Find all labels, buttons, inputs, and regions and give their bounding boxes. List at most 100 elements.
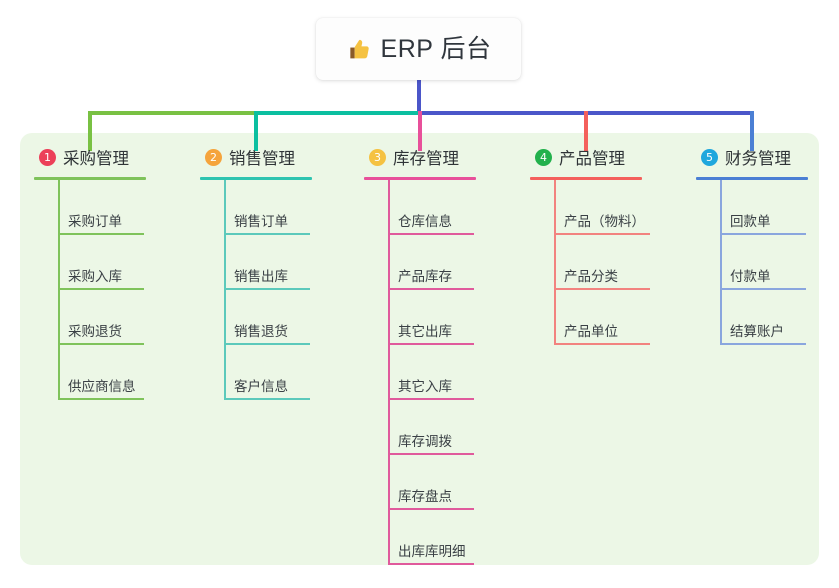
tree-item[interactable]: 产品库存 — [364, 235, 476, 290]
column-header-rule — [696, 177, 808, 180]
tree-item-label: 结算账户 — [730, 324, 784, 339]
tree-item-rule — [58, 233, 144, 235]
column-header-rule — [530, 177, 642, 180]
connector-drop-column-4 — [584, 111, 588, 151]
column-title: 销售管理 — [229, 150, 295, 168]
column-index-badge: 4 — [535, 148, 552, 166]
column-items: 仓库信息产品库存其它出库其它入库库存调拨库存盘点出库库明细 — [364, 180, 476, 565]
connector-root-stem — [417, 80, 421, 114]
column-header-3[interactable]: 3 库存管理 — [364, 143, 476, 171]
tree-item-rule — [388, 508, 474, 510]
column-header-4[interactable]: 4 产品管理 — [530, 143, 645, 171]
tree-item-label: 客户信息 — [234, 379, 288, 394]
tree-item-label: 其它入库 — [398, 379, 452, 394]
column-4: 4 产品管理产品（物料） 产品分类产品单位 — [530, 143, 650, 345]
tree-item-rule — [720, 288, 806, 290]
tree-item[interactable]: 库存调拨 — [364, 400, 476, 455]
column-spine — [554, 180, 556, 345]
tree-item[interactable]: 采购订单 — [34, 180, 146, 235]
tree-item-label: 产品单位 — [564, 324, 618, 339]
tree-item[interactable]: 产品单位 — [530, 290, 650, 345]
tree-item-rule — [388, 563, 474, 565]
column-header-rule — [364, 177, 476, 180]
column-title: 产品管理 — [559, 150, 625, 168]
tree-item-label: 采购退货 — [68, 324, 122, 339]
tree-item-rule — [224, 288, 310, 290]
tree-item-rule — [720, 233, 806, 235]
tree-item-label: 销售出库 — [234, 269, 288, 284]
column-header-2[interactable]: 2 销售管理 — [200, 143, 312, 171]
column-spine — [224, 180, 226, 400]
tree-item-rule — [224, 343, 310, 345]
tree-item[interactable]: 客户信息 — [200, 345, 312, 400]
tree-item[interactable]: 出库库明细 — [364, 510, 476, 565]
column-2: 2 销售管理销售订单销售出库销售退货客户信息 — [200, 143, 312, 400]
column-spine — [58, 180, 60, 400]
tree-item-rule — [388, 288, 474, 290]
tree-item-label: 库存调拨 — [398, 434, 452, 449]
connector-drop-column-1 — [88, 111, 92, 151]
tree-item-label: 产品（物料） — [564, 214, 645, 229]
column-title: 财务管理 — [725, 150, 791, 168]
column-3: 3 库存管理仓库信息产品库存其它出库其它入库库存调拨库存盘点出库库明细 — [364, 143, 476, 565]
tree-item-rule — [58, 288, 144, 290]
column-5: 5 财务管理回款单付款单结算账户 — [696, 143, 808, 345]
column-spine — [720, 180, 722, 345]
tree-item-label: 供应商信息 — [68, 379, 136, 394]
column-index-badge: 1 — [39, 148, 56, 166]
tree-item-label: 销售退货 — [234, 324, 288, 339]
column-index-badge: 5 — [701, 148, 718, 166]
tree-item[interactable]: 库存盘点 — [364, 455, 476, 510]
tree-item-label: 出库库明细 — [398, 544, 466, 559]
tree-item-rule — [224, 233, 310, 235]
tree-item-rule — [388, 233, 474, 235]
tree-item-rule — [720, 343, 806, 345]
connector-bus-green — [88, 111, 256, 115]
tree-item-label: 付款单 — [730, 269, 771, 284]
tree-item[interactable]: 销售退货 — [200, 290, 312, 345]
tree-item[interactable]: 销售订单 — [200, 180, 312, 235]
column-header-rule — [200, 177, 312, 180]
column-header-1[interactable]: 1 采购管理 — [34, 143, 146, 171]
tree-item-rule — [554, 233, 650, 235]
root-node[interactable]: ERP 后台 — [316, 18, 521, 80]
column-title: 采购管理 — [63, 150, 129, 168]
tree-item[interactable]: 回款单 — [696, 180, 808, 235]
tree-item[interactable]: 产品分类 — [530, 235, 650, 290]
connector-bus-teal — [254, 111, 420, 115]
tree-item[interactable]: 其它入库 — [364, 345, 476, 400]
tree-item[interactable]: 供应商信息 — [34, 345, 146, 400]
column-spine — [388, 180, 390, 565]
column-header-rule — [34, 177, 146, 180]
diagram-background-panel — [20, 133, 819, 565]
column-index-badge: 2 — [205, 148, 222, 166]
tree-item-label: 库存盘点 — [398, 489, 452, 504]
tree-item-label: 采购入库 — [68, 269, 122, 284]
column-items: 采购订单采购入库采购退货供应商信息 — [34, 180, 146, 400]
tree-item-label: 仓库信息 — [398, 214, 452, 229]
column-items: 销售订单销售出库销售退货客户信息 — [200, 180, 312, 400]
tree-item-rule — [554, 288, 650, 290]
root-node-title: ERP 后台 — [380, 34, 492, 63]
tree-item-rule — [388, 453, 474, 455]
tree-item-label: 回款单 — [730, 214, 771, 229]
tree-item[interactable]: 付款单 — [696, 235, 808, 290]
column-header-5[interactable]: 5 财务管理 — [696, 143, 808, 171]
connector-drop-column-2 — [254, 111, 258, 151]
tree-item[interactable]: 销售出库 — [200, 235, 312, 290]
column-title: 库存管理 — [393, 150, 459, 168]
tree-item-rule — [388, 343, 474, 345]
tree-item-label: 销售订单 — [234, 214, 288, 229]
tree-item-rule — [388, 398, 474, 400]
tree-item[interactable]: 采购入库 — [34, 235, 146, 290]
tree-item[interactable]: 结算账户 — [696, 290, 808, 345]
column-items: 产品（物料） 产品分类产品单位 — [530, 180, 650, 345]
thumbs-up-icon — [349, 39, 369, 59]
tree-item[interactable]: 采购退货 — [34, 290, 146, 345]
connector-drop-column-5 — [750, 111, 754, 151]
tree-item[interactable]: 仓库信息 — [364, 180, 476, 235]
column-index-badge: 3 — [369, 148, 386, 166]
tree-item[interactable]: 其它出库 — [364, 290, 476, 345]
tree-item[interactable]: 产品（物料） — [530, 180, 650, 235]
